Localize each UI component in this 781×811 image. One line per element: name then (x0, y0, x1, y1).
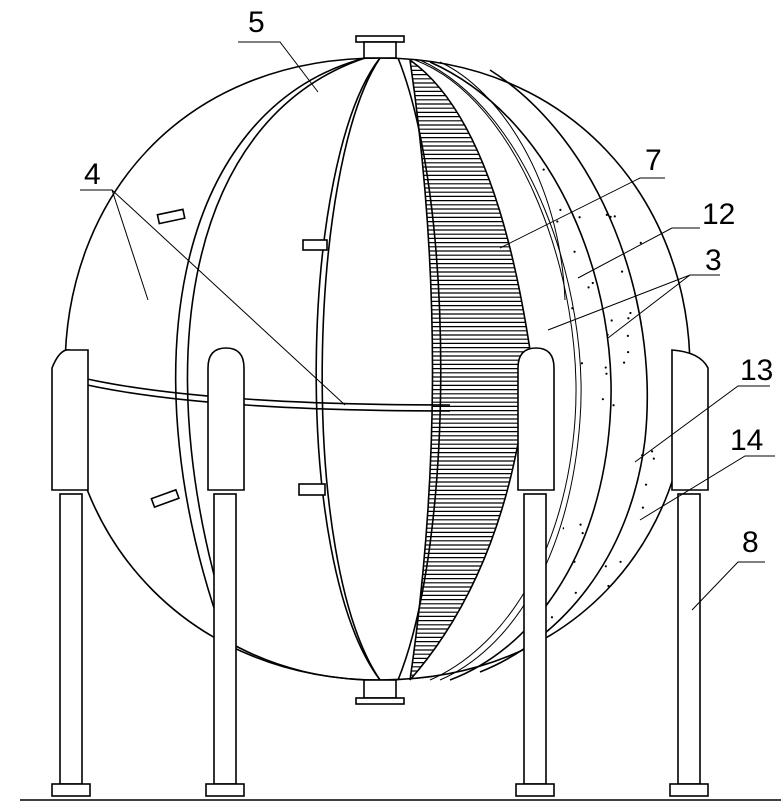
bottom-nozzle-flange (355, 697, 405, 705)
support-leg-2 (205, 347, 245, 797)
leader-3 (547, 274, 720, 339)
leader-14 (639, 455, 775, 521)
layer-arc-12c (439, 61, 566, 301)
clamp-center-upper (302, 239, 328, 251)
top-nozzle-flange (355, 35, 405, 43)
support-leg-1 (51, 349, 91, 797)
dotted-region (539, 79, 685, 656)
label-5: 5 (248, 6, 265, 39)
label-7: 7 (645, 144, 662, 177)
layer-arc-12b (419, 59, 582, 681)
label-14: 14 (730, 424, 763, 457)
layer-arc-12a (414, 59, 577, 681)
support-leg-4 (669, 349, 709, 797)
label-8: 8 (742, 526, 759, 559)
clamp-left-upper (156, 208, 186, 225)
top-nozzle-body (363, 41, 397, 59)
left-meridian-outer (174, 57, 366, 681)
hatched-strip-outline-left (409, 59, 434, 681)
clamp-center-lower (298, 483, 326, 496)
equator-line-lower (69, 380, 451, 412)
sphere-outline (64, 57, 691, 681)
label-3: 3 (705, 244, 722, 277)
leader-4 (80, 189, 346, 406)
equator-line-upper (69, 374, 451, 406)
clamp-left-lower (150, 488, 180, 509)
leader-12 (577, 227, 700, 279)
label-12: 12 (702, 198, 735, 231)
leader-7 (499, 177, 665, 249)
center-meridian-right (321, 57, 381, 681)
bottom-nozzle-body (363, 679, 397, 699)
layer-arc-outer (479, 69, 649, 673)
support-leg-3 (515, 347, 555, 797)
label-4: 4 (84, 158, 101, 191)
left-meridian-inner (186, 57, 366, 646)
leader-8 (691, 561, 765, 611)
center-meridian-left (315, 57, 381, 681)
leader-13 (634, 385, 770, 463)
label-13: 13 (740, 354, 773, 387)
leader-5 (238, 41, 319, 93)
